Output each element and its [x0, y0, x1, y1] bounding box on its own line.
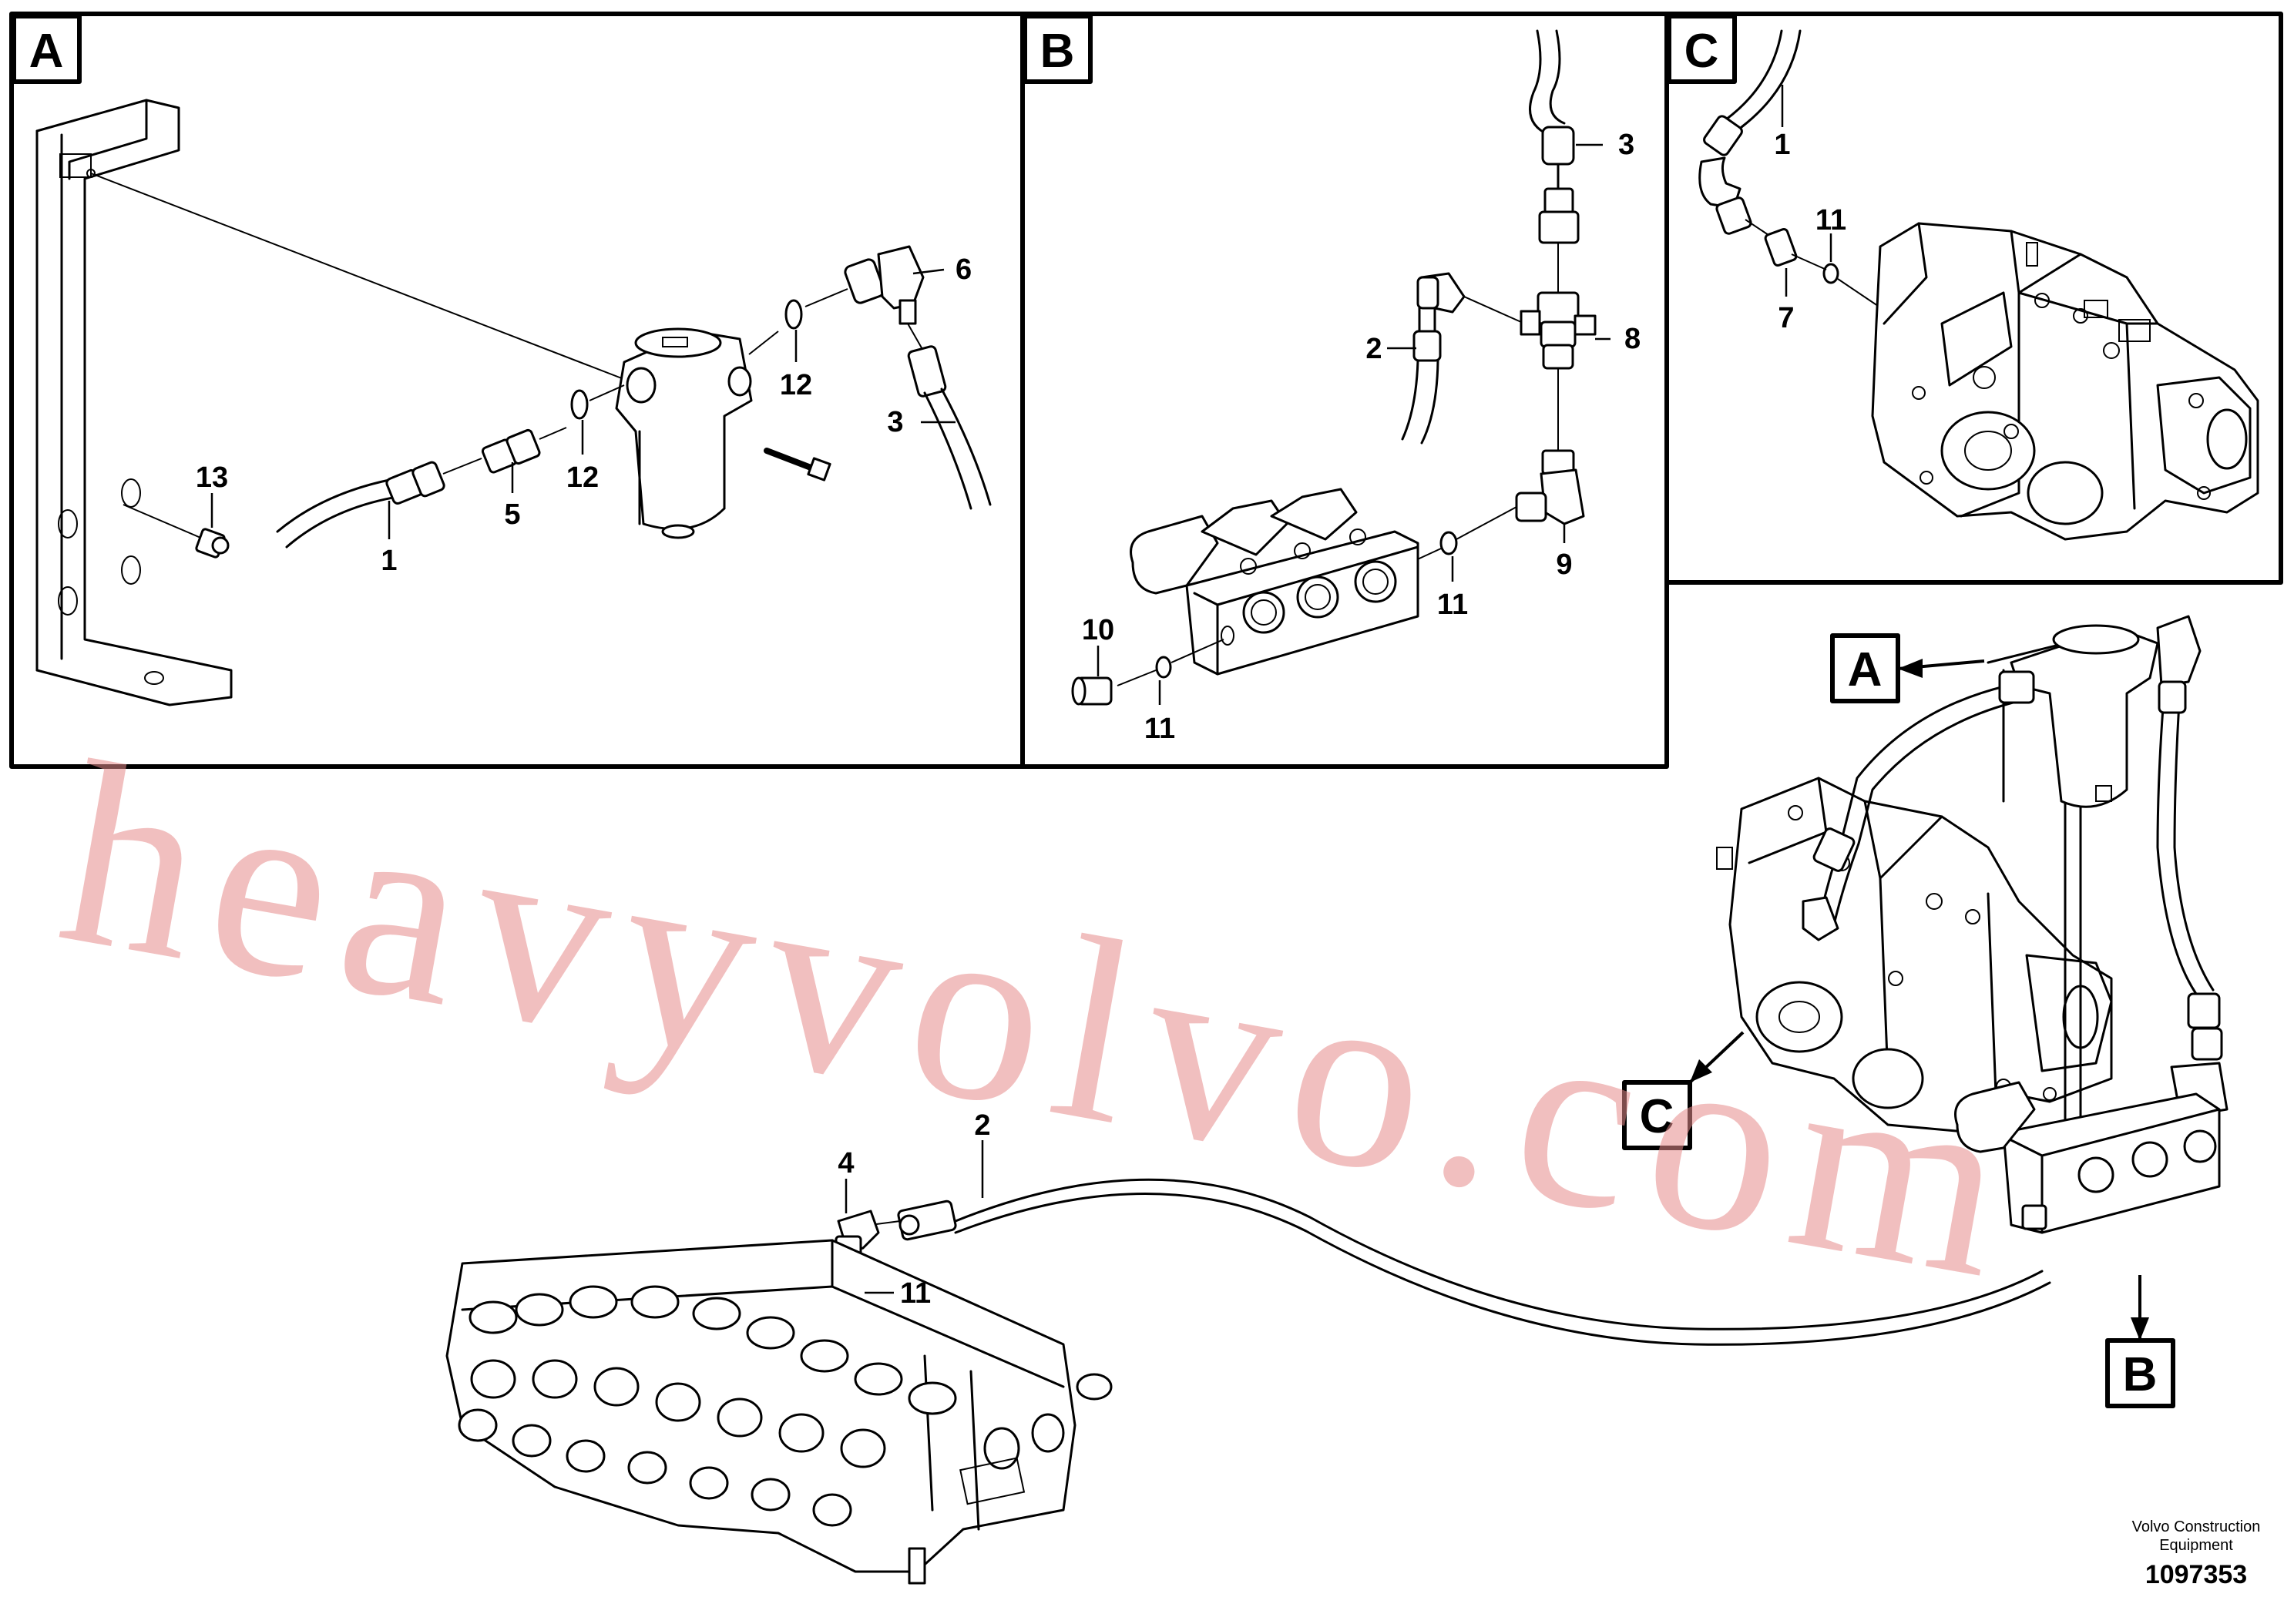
o-ring-12-right: [784, 299, 803, 330]
control-valve-bank: [445, 1239, 1113, 1585]
svg-text:B: B: [1040, 25, 1075, 78]
callout-main-4: 4: [838, 1147, 854, 1179]
plug-10: [1071, 676, 1113, 706]
elbow-9: [1515, 449, 1585, 525]
hydraulic-pump: [1871, 222, 2259, 541]
adapter-5: [481, 428, 541, 474]
callout-a-12-right: 12: [780, 369, 812, 401]
elbow-6: [844, 245, 925, 325]
svg-text:A: A: [29, 25, 64, 78]
svg-text:C: C: [1640, 1090, 1674, 1143]
adapter-b: [1538, 187, 1580, 244]
washer-11-left: [1155, 656, 1172, 679]
valve-block-overview: [1954, 1081, 2221, 1234]
o-ring-12-left: [570, 389, 589, 420]
panel-c-frame: [1664, 12, 2283, 585]
o-ring-11-c: [1822, 263, 1839, 284]
hose-3-overview-fittings: [2156, 615, 2229, 1119]
mounting-bracket: [35, 99, 233, 706]
document-number: 1097353: [2145, 1560, 2247, 1589]
callout-a-13: 13: [196, 461, 228, 494]
hose-3-fitting: [1541, 126, 1575, 166]
callout-main-2: 2: [974, 1109, 990, 1142]
overview-badge-c: C: [1622, 1031, 1745, 1150]
callout-b-8: 8: [1624, 323, 1641, 355]
panel-b-label: B: [1023, 14, 1093, 84]
hose-1-overview: [1817, 684, 2020, 926]
panel-c-label: C: [1667, 14, 1737, 84]
credit-line-1: Volvo Construction: [2132, 1518, 2261, 1535]
svg-text:A: A: [1848, 643, 1883, 696]
watermark: heavyvolvo.com: [44, 706, 2040, 1336]
tee-fitting-8: [1520, 291, 1597, 370]
callout-b-9: 9: [1556, 549, 1572, 581]
callout-c-1: 1: [1774, 129, 1790, 161]
callout-b-11-right: 11: [1437, 589, 1468, 621]
hydraulic-filter: [615, 327, 753, 539]
panel-c-drawing: 1 7 11: [1698, 29, 2259, 541]
overview-badge-a: A: [1830, 633, 1985, 703]
adapter-7: [1764, 228, 1798, 267]
callout-b-2: 2: [1365, 333, 1382, 365]
svg-text:B: B: [2123, 1348, 2158, 1401]
filter-bolt: [764, 448, 831, 481]
overview-badge-b: B: [2105, 1275, 2175, 1408]
panel-a-frame: [9, 12, 1025, 769]
hose-2-b: [1401, 272, 1466, 445]
hose-1-fitting: [385, 461, 445, 505]
panel-a-label: A: [12, 14, 82, 84]
filter-overview: [1987, 624, 2159, 1188]
hose-1-overview-fittings: [1802, 670, 2035, 941]
callout-b-3: 3: [1618, 129, 1634, 161]
callout-a-5: 5: [504, 498, 520, 531]
hose-3: [907, 323, 992, 510]
callout-b-10: 10: [1082, 614, 1114, 646]
callout-a-12-left: 12: [566, 461, 599, 494]
panel-b-drawing: 3 2 8 9 10 11 11: [1071, 29, 1641, 745]
svg-text:C: C: [1684, 25, 1719, 78]
panel-a-drawing: 1 5 6 12 12 3 13: [35, 99, 992, 706]
callout-a-6: 6: [956, 253, 972, 286]
hose-3-overview: [2156, 676, 2215, 995]
callout-c-7: 7: [1778, 302, 1794, 334]
main-assembly: A C B 4 2 11: [445, 615, 2229, 1585]
hose-1: [276, 478, 398, 549]
washer-11-right: [1439, 531, 1458, 555]
bolt-13: [123, 504, 230, 559]
callout-a-1: 1: [381, 545, 397, 577]
hose-2-main: [954, 1178, 2051, 1346]
valve-block: [1130, 488, 1419, 676]
callout-c-11: 11: [1815, 204, 1846, 237]
credit-line-2: Equipment: [2159, 1537, 2233, 1554]
callout-b-11-left: 11: [1144, 713, 1175, 745]
hose-1-c-fitting: [1698, 115, 1752, 235]
callout-main-11: 11: [900, 1277, 931, 1310]
hose-2-fitting: [897, 1200, 957, 1241]
callout-a-3: 3: [887, 406, 903, 438]
